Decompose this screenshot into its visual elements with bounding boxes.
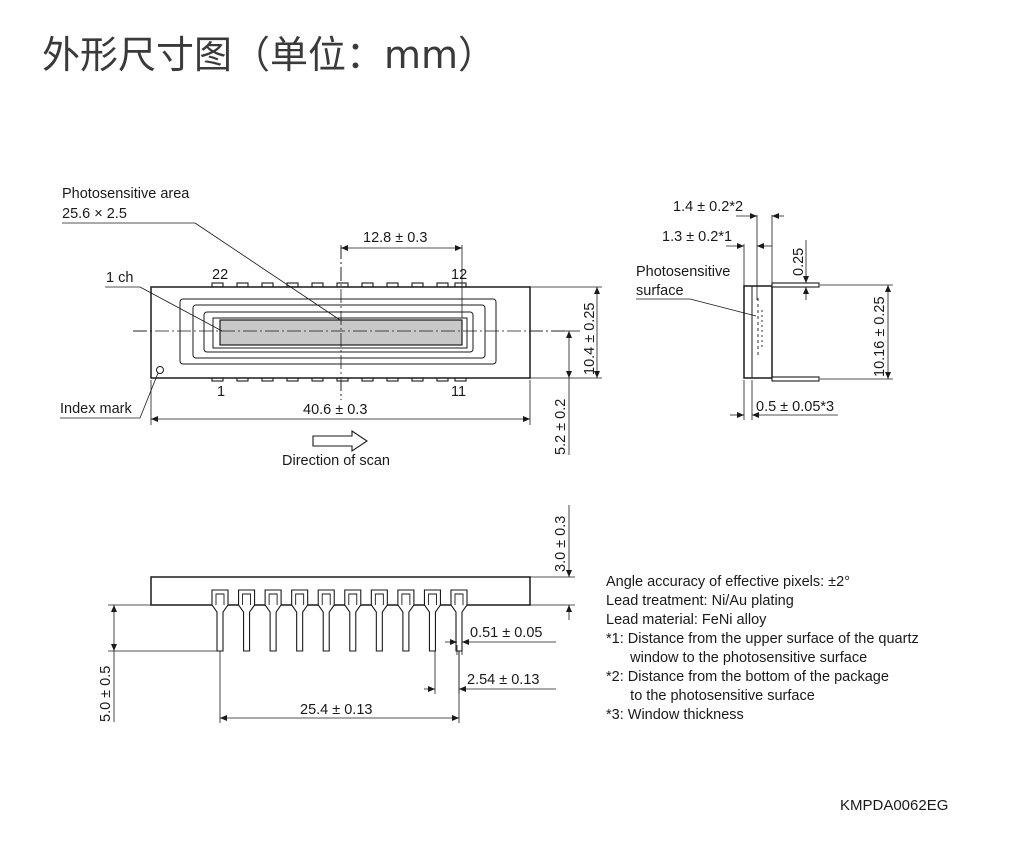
photosensitive-surface-label-line2: surface (636, 283, 684, 299)
front-lead-row (211, 589, 468, 652)
photosensitive-area-leader (194, 222, 341, 321)
note-line: Lead treatment: Ni/Au plating (606, 593, 794, 609)
front-lead (317, 589, 335, 652)
pin-11-label: 11 (451, 384, 466, 400)
front-view: 3.0 ± 0.3 5.0 ± 0.5 0.51 ± 0.05 2.54 ± 0… (98, 505, 575, 723)
front-lead (344, 589, 362, 652)
page-title: 外形尺寸图（单位：mm） (42, 33, 496, 77)
side-lead-top (771, 282, 820, 288)
note-line: *3: Window thickness (606, 707, 744, 723)
front-lead (423, 589, 441, 652)
package-body-front (150, 576, 531, 606)
notes-block: Angle accuracy of effective pixels: ±2° … (606, 574, 919, 723)
ch1-label: 1 ch (106, 270, 133, 286)
half-width-dimension: 12.8 ± 0.3 (363, 230, 427, 246)
front-lead (291, 589, 309, 652)
note-line: window to the photosensitive surface (606, 650, 867, 666)
lead-width-dimension: 0.51 ± 0.05 (470, 625, 542, 641)
lead-length-dimension: 5.0 ± 0.5 (98, 666, 114, 722)
note-line: *1: Distance from the upper surface of t… (606, 631, 919, 647)
index-mark-label: Index mark (60, 401, 132, 417)
window-outline-inner (203, 311, 474, 353)
front-lead (211, 589, 229, 652)
width-dimension: 40.6 ± 0.3 (303, 402, 367, 418)
photosensitive-surface-label-line1: Photosensitive (636, 264, 730, 280)
offset-dimension: 5.2 ± 0.2 (553, 399, 569, 455)
window-outline-middle (192, 304, 486, 359)
photosensitive-area-size: 25.6 × 2.5 (62, 206, 127, 222)
photosensitive-area-label: Photosensitive area (62, 186, 190, 202)
lead-pitch-dimension: 2.54 ± 0.13 (467, 672, 539, 688)
package-body-side (743, 285, 773, 379)
drawing-code: KMPDA0062EG (840, 797, 948, 814)
direction-of-scan-label: Direction of scan (282, 453, 390, 469)
note-line: Lead material: FeNi alloy (606, 612, 767, 628)
upper-distance-dimension: 1.4 ± 0.2*2 (673, 199, 743, 215)
front-lead (397, 589, 415, 652)
note-line: Angle accuracy of effective pixels: ±2° (606, 574, 850, 590)
surface-leader (689, 298, 757, 317)
lower-distance-dimension: 1.3 ± 0.2*1 (662, 229, 732, 245)
side-lead-bottom (771, 376, 820, 382)
lead-span-front-dimension: 25.4 ± 0.13 (300, 702, 372, 718)
pin-22-label: 22 (212, 267, 228, 283)
photosensitive-frame (212, 317, 468, 349)
pin-12-label: 12 (451, 267, 467, 283)
top-view: Photosensitive area 25.6 × 2.5 1 ch 22 1… (60, 186, 602, 469)
index-mark-leader (139, 372, 159, 419)
index-mark-icon (156, 366, 164, 374)
scan-direction-arrow-icon (312, 429, 368, 453)
window-outline-outer (179, 298, 497, 365)
ch1-leader (139, 286, 223, 332)
note-line: to the photosensitive surface (606, 688, 815, 704)
window-thickness-dimension: 0.5 ± 0.05*3 (756, 399, 834, 415)
height-dimension: 10.4 ± 0.25 (582, 303, 598, 375)
front-lead (450, 589, 468, 652)
front-lead (370, 589, 388, 652)
body-thickness-dimension: 3.0 ± 0.3 (553, 516, 569, 572)
lead-span-dimension: 10.16 ± 0.25 (872, 296, 888, 377)
front-lead (238, 589, 256, 652)
top-pin-row (211, 282, 467, 288)
side-view: 1.4 ± 0.2*2 1.3 ± 0.2*1 0.25 Photosensit… (636, 199, 893, 420)
note-line: *2: Distance from the bottom of the pack… (606, 669, 889, 685)
front-lead (264, 589, 282, 652)
pin-1-label: 1 (217, 384, 225, 400)
lead-thickness-dimension: 0.25 (791, 248, 807, 276)
